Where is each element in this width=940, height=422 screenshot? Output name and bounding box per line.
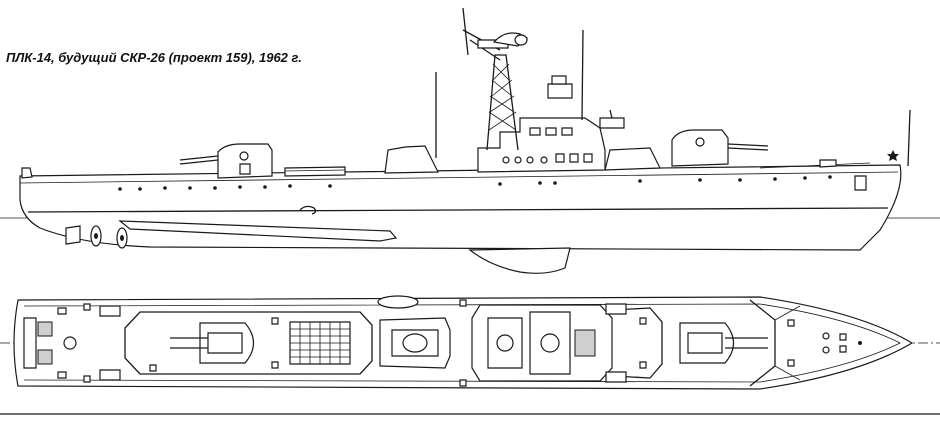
deck-fittings <box>84 300 794 386</box>
breakwater <box>750 300 775 386</box>
aft-gun-mount-side <box>180 144 272 178</box>
superstructure-windows <box>503 128 592 163</box>
main-superstructure <box>478 118 605 172</box>
drawing-caption: ПЛК-14, будущий СКР-26 (проект 159), 196… <box>6 50 302 65</box>
propellers <box>66 226 127 248</box>
radar-antenna <box>494 33 527 46</box>
aft-gun-mount-plan <box>170 323 254 363</box>
anchor <box>300 206 316 214</box>
jack-staff <box>908 110 910 166</box>
ventilation-grid <box>290 322 350 364</box>
fore-antenna <box>582 30 583 120</box>
exhaust-plan <box>378 296 450 368</box>
bow-fittings <box>820 160 836 167</box>
forward-gun-mount-plan <box>680 323 768 363</box>
midship-deckhouse <box>285 167 345 176</box>
stern-deckhouse <box>22 168 32 178</box>
stern-fittings <box>24 308 76 378</box>
boot-topping-line <box>28 208 888 212</box>
propeller-shaft <box>120 221 396 241</box>
superstructure-plan <box>472 305 612 381</box>
portholes <box>118 175 832 191</box>
deck-line <box>20 172 898 183</box>
plan-view <box>0 296 940 389</box>
lattice-mast <box>463 8 518 150</box>
fire-control-director <box>548 76 624 128</box>
anchor-gear <box>823 333 862 353</box>
star-emblem <box>887 150 899 161</box>
forward-gun-mount-side <box>672 130 768 166</box>
bow-rail <box>760 163 870 168</box>
deck-outline <box>14 297 912 389</box>
bridge-plan <box>612 308 662 378</box>
hull-number-emblem <box>855 176 866 190</box>
side-profile <box>0 8 940 273</box>
keel-fin <box>470 248 570 273</box>
exhaust-structure <box>385 146 438 173</box>
bridge <box>605 148 660 170</box>
aft-deckhouse-plan <box>125 312 372 374</box>
